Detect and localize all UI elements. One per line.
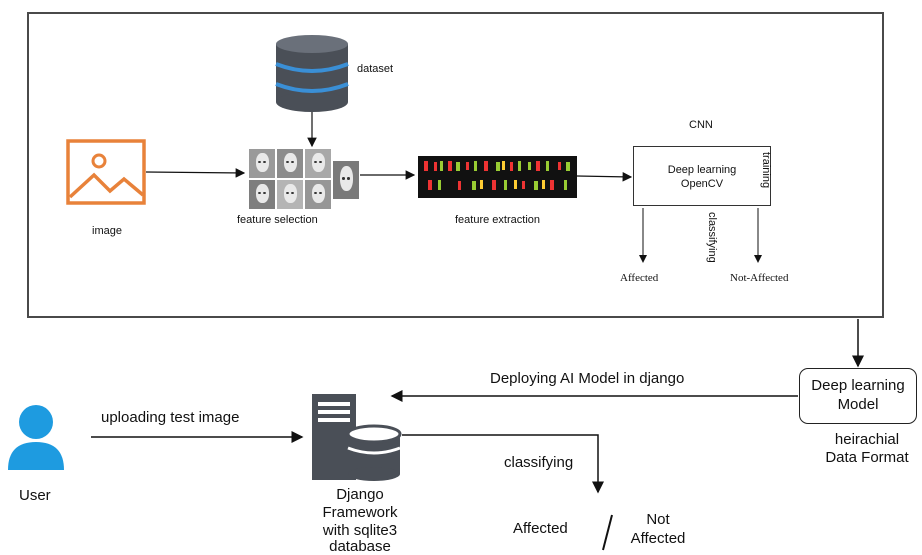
face-samples xyxy=(248,148,360,210)
database-icon xyxy=(272,34,352,114)
django-line2: Framework xyxy=(305,504,415,521)
image-to-selection-arrow xyxy=(146,172,244,173)
user-label: User xyxy=(19,487,51,504)
user-icon xyxy=(6,402,66,472)
classifying-label: classifying xyxy=(504,454,573,471)
result-not-line2: Affected xyxy=(618,530,698,547)
result-affected-label: Affected xyxy=(513,520,568,537)
result-not-line1: Not xyxy=(618,511,698,528)
dataset-label: dataset xyxy=(357,63,393,75)
deploy-label: Deploying AI Model in django xyxy=(490,370,684,387)
affected-label: Affected xyxy=(620,272,658,284)
django-line1: Django xyxy=(305,486,415,503)
feature-extraction-label: feature extraction xyxy=(455,214,540,226)
django-line4: database xyxy=(305,538,415,555)
upload-label: uploading test image xyxy=(101,409,239,426)
feature-selection-label: feature selection xyxy=(237,214,318,226)
image-label: image xyxy=(92,225,122,237)
dl-model-line2: Model xyxy=(799,396,917,413)
cnn-box-line1: Deep learning xyxy=(633,164,771,176)
cnn-box xyxy=(633,146,771,206)
django-line3: with sqlite3 xyxy=(305,522,415,539)
result-divider xyxy=(603,515,612,550)
dl-model-line1: Deep learning xyxy=(799,377,917,394)
image-icon xyxy=(66,139,146,205)
hierarchical-line2: Data Format xyxy=(812,449,922,466)
cnn-box-line2: OpenCV xyxy=(633,178,771,190)
classifying-vertical-label: classifying xyxy=(706,212,718,274)
server-database-icon xyxy=(308,392,404,482)
not-affected-label: Not-Affected xyxy=(730,272,788,284)
feature-map-strip xyxy=(418,156,577,198)
hierarchical-line1: heirachial xyxy=(812,431,922,448)
training-label: training xyxy=(760,152,772,196)
cnn-title: CNN xyxy=(689,119,713,131)
extraction-to-cnn-arrow xyxy=(577,176,631,177)
